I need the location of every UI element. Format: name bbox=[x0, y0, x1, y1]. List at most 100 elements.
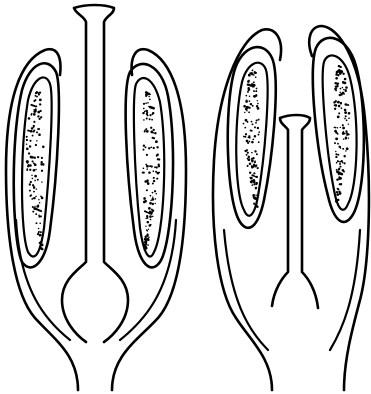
pollen-dot bbox=[153, 177, 155, 179]
pollen-dot bbox=[342, 127, 345, 130]
pollen-dot bbox=[149, 99, 151, 101]
pollen-dot bbox=[32, 178, 34, 180]
pollen-dot bbox=[345, 104, 347, 106]
pollen-dot bbox=[150, 195, 152, 197]
pollen-dot bbox=[257, 127, 259, 129]
pollen-dot bbox=[249, 162, 252, 165]
pollen-dot bbox=[145, 239, 147, 241]
pollen-dot bbox=[26, 147, 29, 150]
pollen-dot bbox=[39, 118, 41, 120]
pollen-dot bbox=[255, 90, 257, 92]
pollen-dot bbox=[146, 117, 148, 119]
pollen-dot bbox=[149, 202, 152, 205]
pollen-dot bbox=[148, 96, 150, 98]
pollen-dot bbox=[251, 184, 253, 186]
pollen-dot bbox=[245, 108, 248, 111]
pollen-dot bbox=[144, 111, 146, 113]
pollen-dot bbox=[252, 123, 254, 125]
pollen-dot bbox=[257, 206, 259, 208]
pollen-dot bbox=[334, 108, 336, 110]
pollen-dot bbox=[42, 163, 45, 166]
pollen-dot bbox=[345, 130, 347, 132]
pollen-dot bbox=[34, 180, 36, 182]
pollen-dot bbox=[156, 166, 158, 168]
pollen-dot bbox=[32, 211, 34, 213]
pollen-dot bbox=[158, 163, 160, 165]
pollen-dot bbox=[37, 115, 39, 117]
right-inner-sheath-r bbox=[330, 230, 360, 350]
left-central-column bbox=[62, 5, 128, 342]
pollen-dot bbox=[32, 206, 34, 208]
pollen-dot bbox=[35, 144, 37, 146]
pollen-dot bbox=[248, 111, 250, 113]
pollen-dot bbox=[252, 105, 254, 107]
pollen-dot bbox=[348, 112, 351, 115]
pollen-dot bbox=[26, 160, 29, 163]
pollen-dot bbox=[334, 130, 337, 133]
pollen-dot bbox=[339, 161, 341, 163]
pollen-dot bbox=[152, 203, 154, 205]
pollen-dot bbox=[342, 73, 344, 75]
pollen-dot bbox=[244, 112, 245, 113]
pollen-dot bbox=[257, 100, 258, 101]
right-central-column bbox=[272, 115, 318, 308]
pollen-dot bbox=[151, 198, 154, 201]
pollen-dot bbox=[38, 199, 39, 200]
pollen-dot bbox=[342, 87, 343, 88]
pollen-dot bbox=[250, 103, 252, 105]
pollen-dot bbox=[250, 181, 252, 183]
pollen-dot bbox=[144, 243, 147, 246]
pollen-dot bbox=[340, 127, 341, 128]
pollen-dot bbox=[150, 219, 152, 221]
left-anther-1-inner bbox=[22, 77, 52, 256]
pollen-dot bbox=[156, 146, 158, 148]
pollen-dot bbox=[247, 121, 249, 123]
right-anther-1-pollen bbox=[243, 69, 260, 208]
pollen-dot bbox=[143, 249, 144, 250]
pollen-dot bbox=[255, 188, 257, 190]
pollen-dot bbox=[35, 196, 37, 198]
pollen-dot bbox=[342, 162, 344, 164]
pollen-dot bbox=[145, 146, 147, 148]
pollen-dot bbox=[255, 76, 257, 78]
pollen-dot bbox=[155, 203, 156, 204]
pollen-dot bbox=[146, 130, 149, 133]
pollen-dot bbox=[339, 163, 341, 165]
pollen-dot bbox=[252, 141, 254, 143]
pollen-dot bbox=[247, 152, 249, 154]
pollen-dot bbox=[249, 95, 250, 96]
pollen-dot bbox=[32, 135, 34, 137]
pollen-dot bbox=[142, 172, 144, 174]
pollen-dot bbox=[41, 157, 43, 159]
pollen-dot bbox=[347, 104, 349, 106]
pollen-dot bbox=[33, 188, 35, 190]
pollen-dot bbox=[40, 161, 42, 163]
pollen-dot bbox=[345, 150, 347, 152]
pollen-dot bbox=[146, 165, 149, 168]
pollen-dot bbox=[258, 131, 260, 133]
pollen-dot bbox=[31, 198, 33, 200]
pollen-dot bbox=[336, 191, 338, 193]
pollen-dot bbox=[153, 147, 155, 149]
pollen-dot bbox=[249, 137, 251, 139]
pollen-dot bbox=[152, 113, 154, 115]
pollen-dot bbox=[147, 221, 150, 224]
pollen-dot bbox=[339, 94, 341, 96]
pollen-dot bbox=[32, 160, 34, 162]
pollen-dot bbox=[337, 143, 339, 145]
pollen-dot bbox=[37, 92, 39, 94]
pollen-dot bbox=[40, 104, 42, 106]
pollen-dot bbox=[146, 234, 149, 237]
pollen-dot bbox=[251, 152, 253, 154]
pollen-dot bbox=[335, 127, 337, 129]
pollen-dot bbox=[40, 210, 42, 212]
pollen-dot bbox=[33, 100, 35, 102]
pollen-dot bbox=[337, 74, 339, 76]
pollen-dot bbox=[345, 115, 347, 117]
pollen-dot bbox=[338, 169, 340, 171]
pollen-dot bbox=[30, 114, 32, 116]
pollen-dot bbox=[145, 246, 147, 248]
pollen-dot bbox=[29, 164, 32, 167]
pollen-dot bbox=[41, 181, 42, 182]
pollen-dot bbox=[337, 101, 340, 104]
